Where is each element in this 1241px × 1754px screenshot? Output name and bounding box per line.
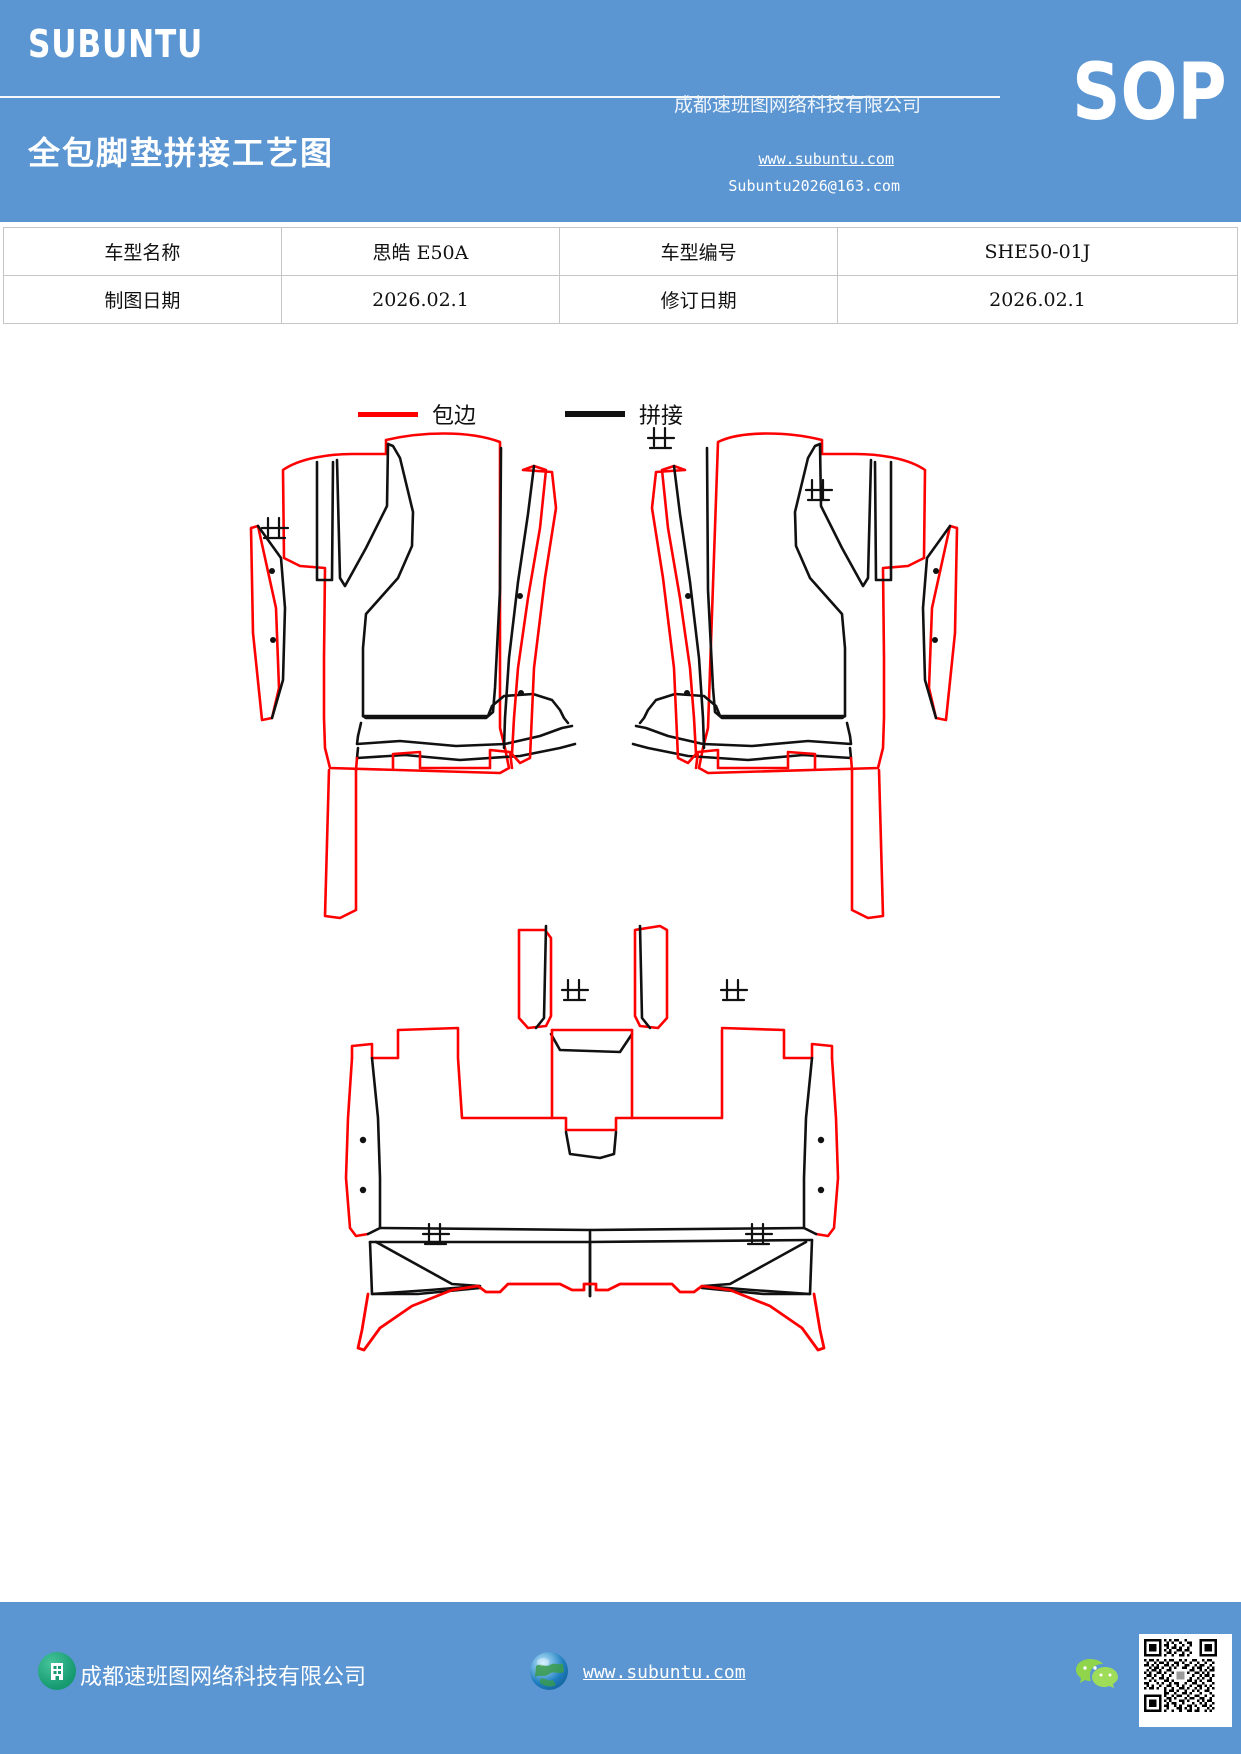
rivet-dot: [817, 1136, 825, 1144]
document-title: 全包脚垫拼接工艺图: [28, 134, 335, 172]
rear-tab-right-binding: [633, 924, 669, 1030]
rear-main-binding-upper-right: [720, 1026, 834, 1060]
stop-mark: [804, 478, 834, 502]
rear-bottom-hem-binding: [356, 1282, 826, 1352]
legend-item-binding: 包边: [358, 398, 476, 430]
front-left-side-strip-seam: [256, 524, 287, 720]
rear-tunnel-bottom-seam: [564, 1130, 618, 1160]
front-right-seam-a: [873, 460, 893, 582]
page-header: SUBUNTU 全包脚垫拼接工艺图 成都速班图网络科技有限公司 www.subu…: [0, 0, 1241, 222]
qr-code-icon: [1139, 1634, 1232, 1727]
front-left-mat: [249, 432, 577, 920]
rear-left-rail-binding: [344, 1056, 370, 1238]
front-right-outer-strip-binding: [650, 464, 698, 765]
front-right-tongue-binding: [850, 768, 885, 920]
rivet-dot: [269, 568, 275, 574]
front-right-binding: [697, 432, 927, 775]
rear-mat: [344, 924, 840, 1352]
rear-divider-bottom: [368, 1238, 814, 1244]
floor-mat-drawing: [0, 418, 1241, 1418]
rear-tab-right-seam: [638, 924, 652, 1030]
front-right-seam-c: [705, 442, 847, 720]
legend: 包边 拼接: [0, 398, 1241, 432]
rivet-dot: [685, 593, 691, 599]
front-left-seam-c: [361, 442, 503, 720]
front-left-side-strip-binding: [249, 524, 281, 722]
front-left-tongue-binding: [323, 768, 358, 920]
stop-mark: [646, 426, 676, 450]
vehicle-info-table: 车型名称 思皓 E50A 车型编号 SHE50-01J 制图日期 2026.02…: [3, 227, 1239, 324]
legend-item-seam: 拼接: [565, 398, 683, 430]
rear-tab-left-seam: [534, 924, 548, 1030]
rear-splay-left-b: [374, 1240, 482, 1288]
front-left-seam-a: [315, 460, 335, 582]
red-line-swatch-icon: [358, 411, 418, 417]
rivet-dot: [359, 1186, 367, 1194]
rear-main-binding-upper: [350, 1026, 724, 1120]
rivet-dot: [684, 690, 690, 696]
value-model-name: 思皓 E50A: [280, 227, 561, 276]
brand-logo: SUBUNTU: [28, 22, 204, 66]
rear-splay-right-b: [702, 1240, 808, 1288]
rear-tunnel-bottom-binding: [550, 1116, 634, 1132]
stop-mark: [744, 1222, 774, 1246]
rear-tunnel-top-seam: [549, 1032, 634, 1054]
stop-mark: [719, 978, 749, 1002]
footer-website-link[interactable]: www.subuntu.com: [583, 1662, 746, 1683]
value-revision-date: 2026.02.1: [836, 275, 1239, 324]
front-right-seam-b: [818, 442, 873, 588]
label-revision-date: 修订日期: [559, 275, 838, 324]
building-icon: [38, 1652, 76, 1690]
header-email: Subuntu2026@163.com: [728, 177, 900, 195]
rivet-dot: [932, 637, 938, 643]
rivet-dot: [517, 593, 523, 599]
legend-label-binding: 包边: [432, 404, 477, 429]
footer-company-name: 成都速班图网络科技有限公司: [80, 1665, 367, 1690]
rivet-dot: [817, 1186, 825, 1194]
rivet-dot: [270, 637, 276, 643]
wechat-icon: [1075, 1657, 1119, 1691]
stop-mark: [421, 1222, 451, 1246]
stop-mark: [260, 516, 290, 540]
front-right-mat: [631, 426, 959, 920]
front-right-side-strip-seam: [921, 524, 952, 720]
rear-left-rail-seam: [366, 1056, 382, 1236]
rivet-dot: [933, 568, 939, 574]
page-footer: 成都速班图网络科技有限公司 www.subuntu.com: [0, 1602, 1241, 1754]
table-row: 车型名称 思皓 E50A 车型编号 SHE50-01J: [3, 227, 1239, 276]
header-website-link[interactable]: www.subuntu.com: [758, 150, 894, 168]
rear-right-rail-binding: [814, 1056, 840, 1238]
header-divider: [0, 96, 1000, 98]
rivet-dot: [359, 1136, 367, 1144]
legend-label-seam: 拼接: [639, 404, 684, 429]
value-model-code: SHE50-01J: [836, 227, 1239, 276]
globe-icon: [530, 1652, 568, 1690]
front-right-band-2: [634, 721, 853, 748]
sop-badge: SOP: [1072, 48, 1227, 138]
front-right-outer-strip-seam: [672, 464, 706, 750]
stop-mark: [560, 978, 590, 1002]
table-row: 制图日期 2026.02.1 修订日期 2026.02.1: [3, 275, 1239, 324]
front-left-flap-binding: [391, 748, 514, 770]
black-line-swatch-icon: [565, 411, 625, 417]
label-draw-date: 制图日期: [3, 275, 282, 324]
rear-divider-top: [378, 1226, 806, 1232]
front-right-flap-binding: [694, 748, 817, 770]
header-company-name: 成都速班图网络科技有限公司: [673, 94, 921, 116]
front-left-outer-strip-seam: [502, 464, 536, 750]
front-right-tongue-link: [849, 756, 854, 772]
front-right-side-strip-binding: [927, 524, 959, 722]
front-left-tongue-link: [354, 756, 359, 772]
rivet-dot: [518, 690, 524, 696]
front-left-seam-b: [335, 442, 390, 588]
label-model-name: 车型名称: [3, 227, 282, 276]
front-left-binding: [281, 432, 511, 775]
rear-right-rail-seam: [802, 1056, 818, 1236]
front-left-band-2: [355, 721, 574, 748]
value-draw-date: 2026.02.1: [280, 275, 561, 324]
label-model-code: 车型编号: [559, 227, 838, 276]
front-left-outer-strip-binding: [510, 464, 558, 765]
